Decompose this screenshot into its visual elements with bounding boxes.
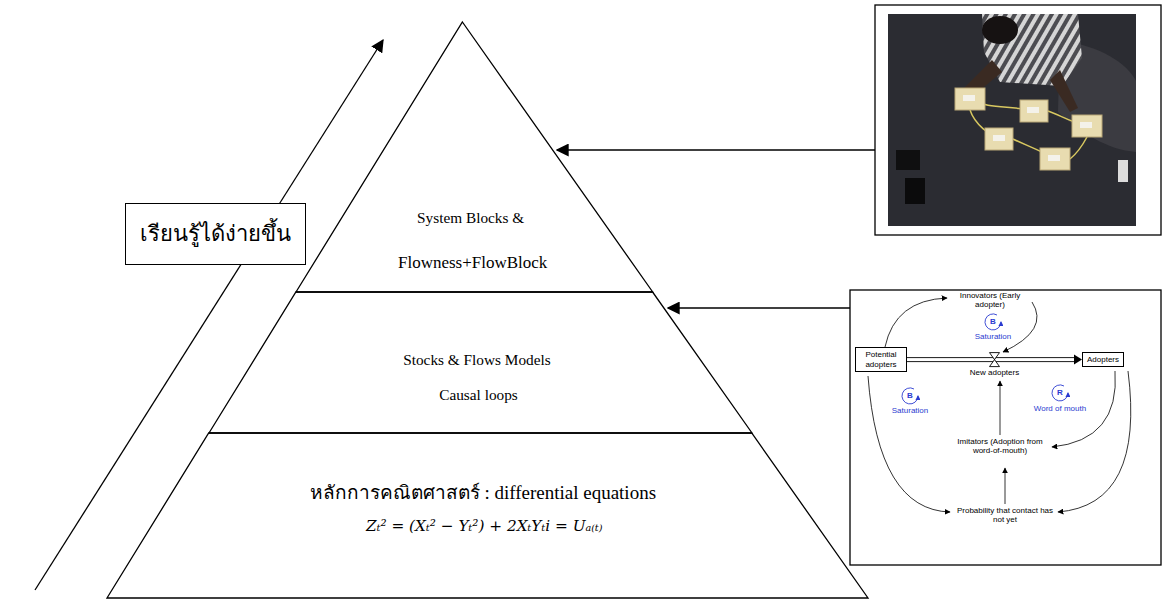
note-text: เรียนรู้ได้ง่ายขึ้น: [140, 221, 291, 247]
stock-label: Adopters: [1087, 355, 1119, 365]
loop-name: Saturation: [885, 406, 935, 415]
flow-label: New adopters: [970, 368, 1019, 377]
pyramid-band-outline: [296, 22, 653, 292]
variable-label: Probability that contact has not yet: [955, 506, 1055, 524]
loop-name: Saturation: [968, 332, 1018, 341]
loop-letter: B: [905, 391, 915, 400]
pyramid-band-outline: [209, 292, 752, 433]
inset-frame: [850, 290, 1161, 565]
pyramid-middle-band: Stocks & Flows ModelsCausal loops: [209, 292, 752, 433]
pointer-arrow: [668, 307, 850, 308]
equation-text: Zₜ² = (Xₜ² − Yₜ²) + 2XₜYₜi = Uₐ₍ₜ₎: [159, 517, 809, 535]
stock-box: Potential adopters: [855, 347, 907, 372]
loop-symbols: [902, 314, 1068, 404]
learning-arrow: [35, 40, 383, 590]
stock-box: Adopters: [1082, 352, 1124, 368]
band-heading: Causal loops: [240, 386, 717, 404]
variable-label: Innovators (Early adopter): [950, 291, 1030, 309]
pyramid-band-outline: [296, 22, 653, 292]
loop-letter: R: [1055, 388, 1065, 397]
flow-pipe: [907, 353, 1082, 367]
photo-frame: [875, 5, 1161, 235]
system-blocks-photo: [888, 14, 1136, 226]
pyramid-base-band: หลักการคณิตศาสตร์ : differential equatio…: [107, 433, 868, 598]
variable-label: Imitators (Adoption from word-of-mouth): [954, 437, 1046, 455]
band-heading: System Blocks &: [349, 209, 592, 227]
pyramid-band-outline: [107, 433, 868, 598]
pointer-arrow: [557, 149, 875, 150]
loop-name: Word of mouth: [1029, 404, 1091, 413]
loop-letter: B: [988, 317, 998, 326]
band-heading: Stocks & Flows Models: [262, 351, 693, 369]
causal-links: [868, 298, 1131, 512]
stock-label: Potential adopters: [860, 350, 902, 369]
band-heading: หลักการคณิตศาสตร์ : differential equatio…: [180, 482, 786, 505]
pyramid-top-band: System Blocks & Flowness+FlowBlock: [296, 22, 653, 292]
band-heading: Flowness+FlowBlock: [321, 253, 623, 273]
pyramid-band-outline: [107, 433, 868, 598]
note-box: เรียนรู้ได้ง่ายขึ้น: [125, 203, 306, 265]
